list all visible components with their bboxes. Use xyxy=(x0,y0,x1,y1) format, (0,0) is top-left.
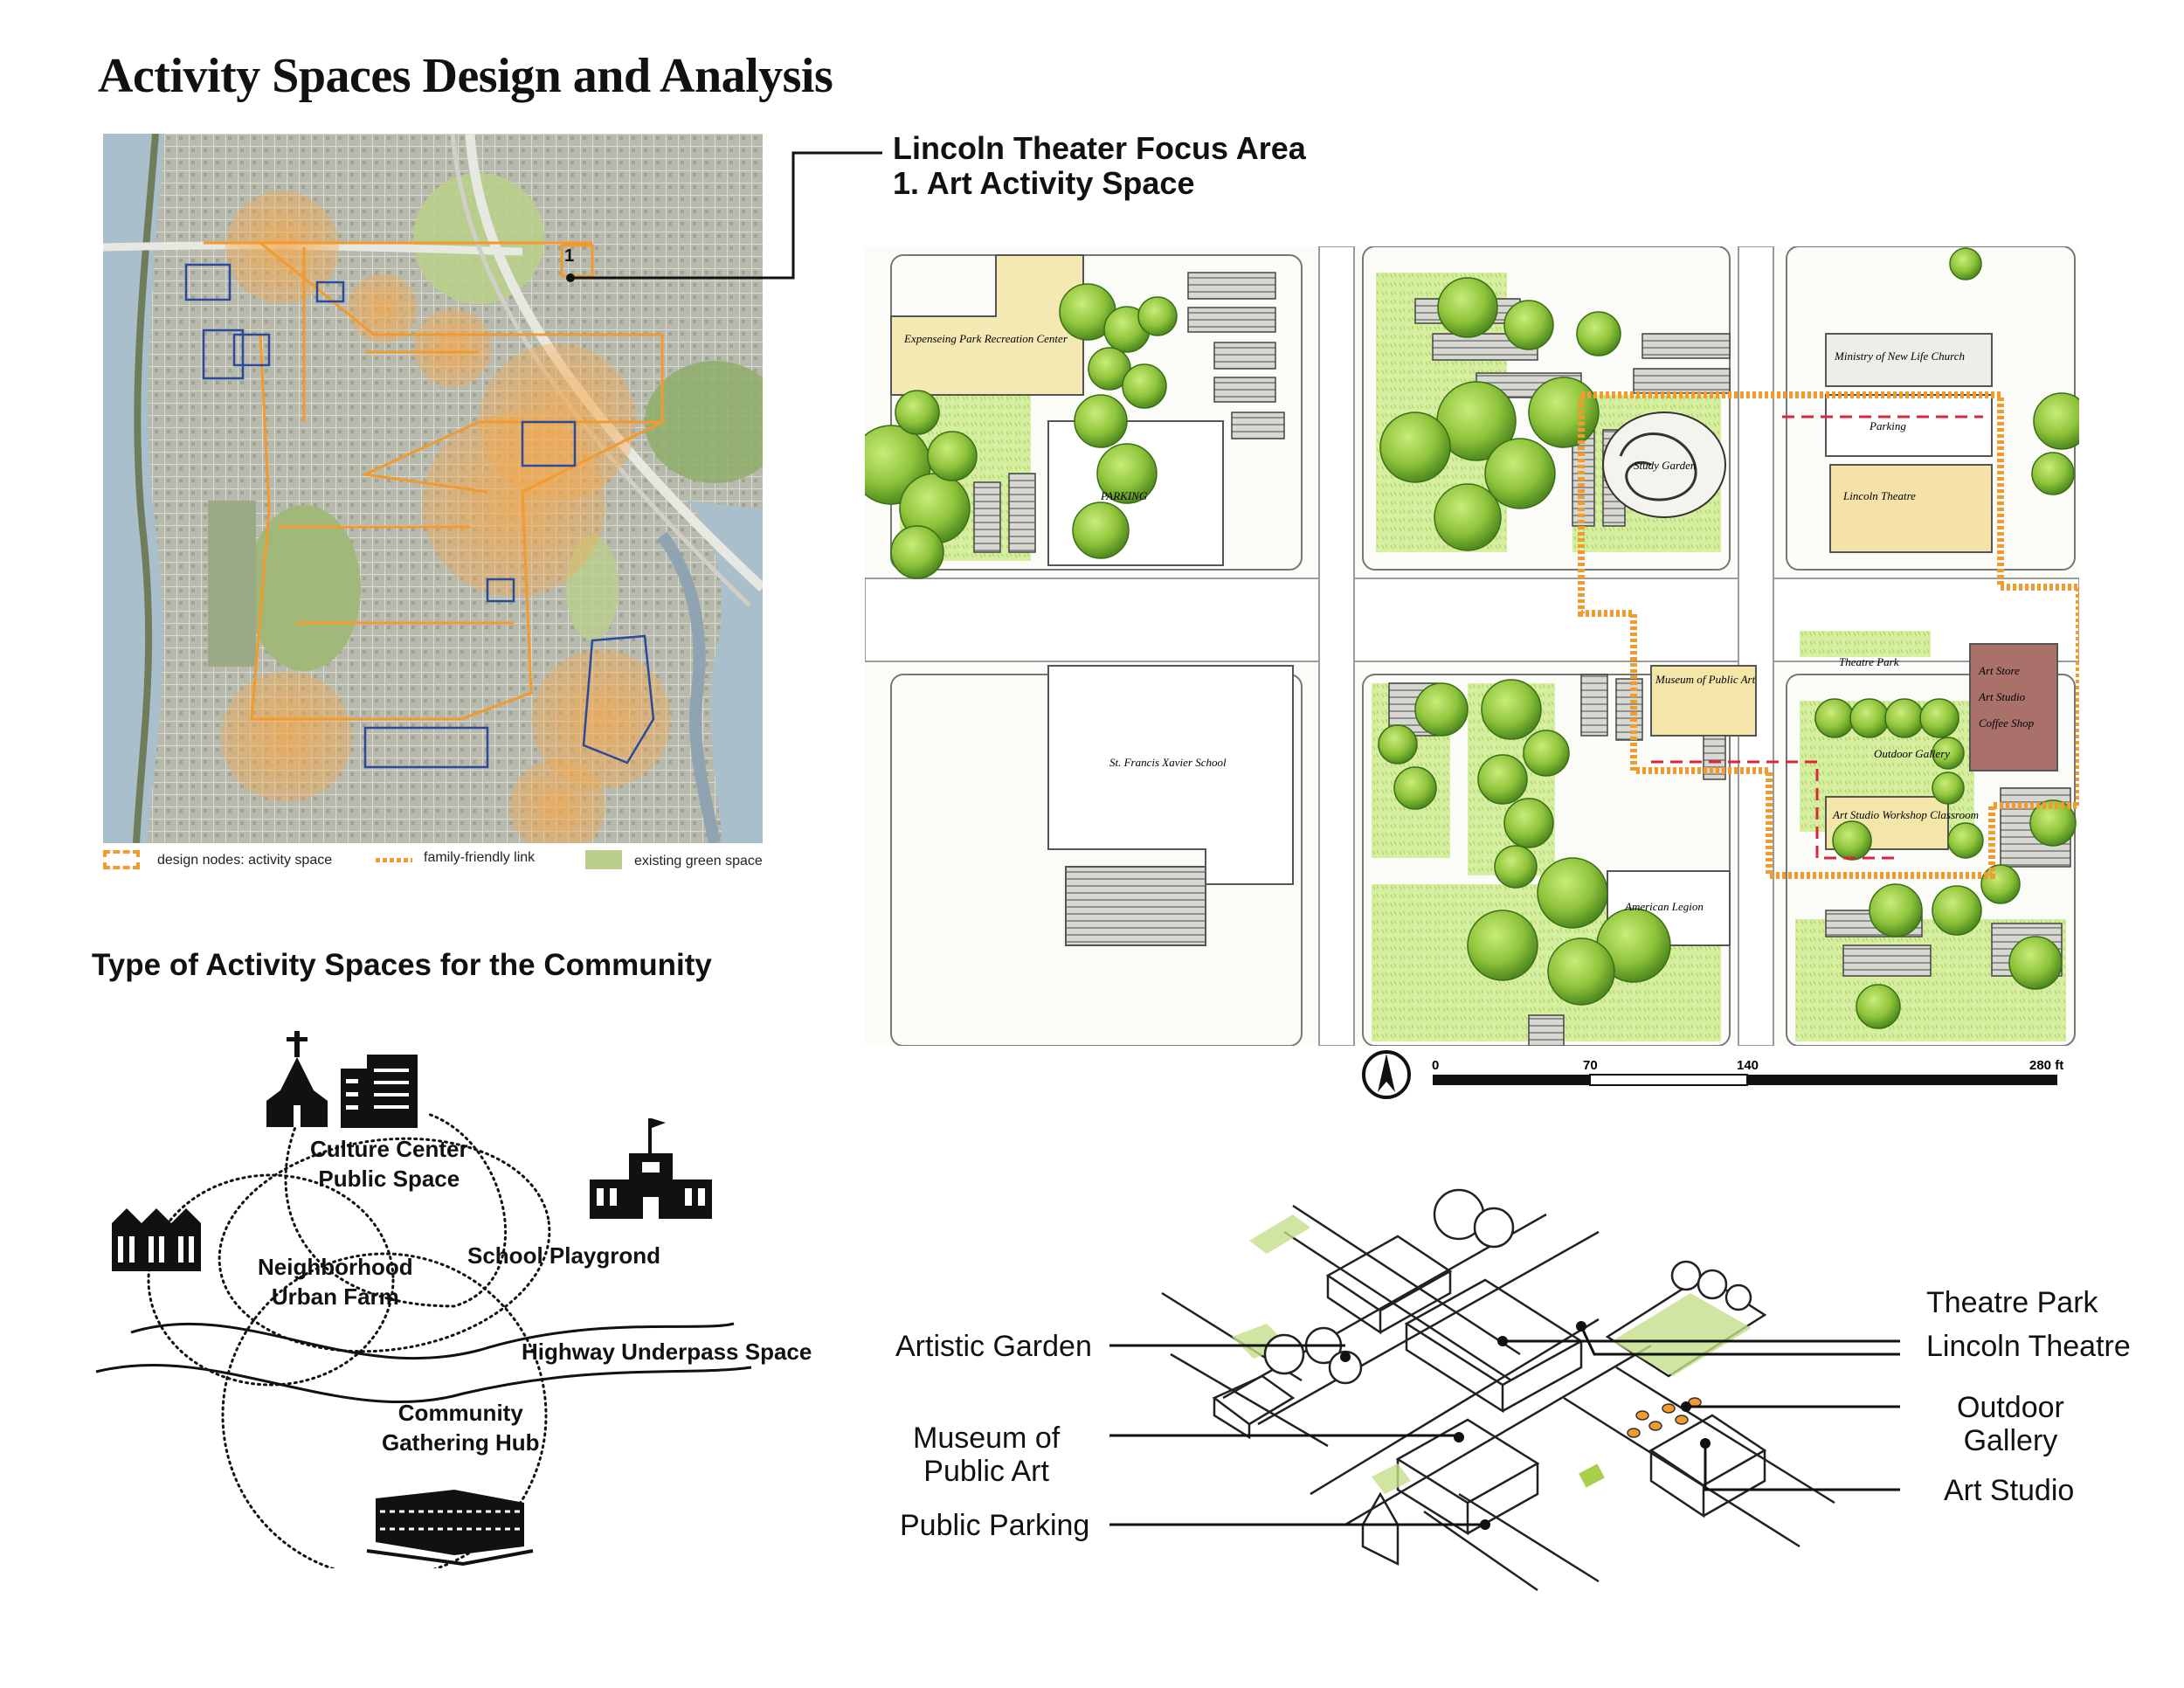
svg-text:1: 1 xyxy=(564,246,574,266)
scale-tick-280: 280 ft xyxy=(2029,1058,2063,1073)
school-icon xyxy=(590,1118,712,1219)
label-artistic-garden: Artistic Garden xyxy=(895,1330,1092,1363)
label-parking-right: Parking xyxy=(1869,419,1906,432)
label-study-garden: Study Garden xyxy=(1634,459,1696,472)
label-museum: Museum of Public Art xyxy=(1655,673,1756,686)
activity-nodes xyxy=(221,190,671,843)
label-public-parking: Public Parking xyxy=(900,1509,1090,1542)
label-theatre-park: Theatre Park xyxy=(1839,655,1899,668)
label-outdoor-gallery-axo: Outdoor Gallery xyxy=(1957,1391,2064,1457)
focus-area-boundary xyxy=(1578,391,2079,879)
family-friendly-links xyxy=(204,241,664,721)
label-workshop: Art Studio Workshop Classroom xyxy=(1832,808,1979,821)
label-gathering-hub: Community Gathering Hub xyxy=(382,1400,540,1456)
label-american-legion: American Legion xyxy=(1624,900,1704,913)
rec-center-building xyxy=(890,254,1084,396)
label-lincoln-theatre-axo: Lincoln Theatre xyxy=(1926,1330,2131,1363)
scale-tick-70: 70 xyxy=(1583,1058,1598,1073)
label-museum-public-art: Museum of Public Art xyxy=(913,1422,1061,1488)
legend-label-green: existing green space xyxy=(634,854,763,868)
office-building-icon xyxy=(341,1055,418,1128)
site-plan: Expenseing Park Recreation Center PARKIN… xyxy=(865,246,2079,1046)
label-coffee-shop: Coffee Shop xyxy=(1979,716,2035,730)
label-school: St. Francis Xavier School xyxy=(1109,756,1227,769)
label-art-studio-axo: Art Studio xyxy=(1944,1474,2075,1507)
church-icon xyxy=(266,1031,328,1127)
scale-tick-140: 140 xyxy=(1737,1058,1759,1073)
parking-lot-right xyxy=(1825,394,1993,457)
legend-swatch-green xyxy=(585,850,622,869)
legend-label-link: family-friendly link xyxy=(424,850,536,865)
page-title: Activity Spaces Design and Analysis xyxy=(98,49,833,103)
scale-bar: 0 70 140 280 ft xyxy=(1362,1050,2063,1099)
label-culture-center: Culture Center Public Space xyxy=(310,1136,468,1192)
north-arrow-icon xyxy=(1362,1050,1411,1099)
aerial-map: 1 xyxy=(103,134,763,843)
focus-leader-line xyxy=(570,151,882,280)
focus-area-title: Lincoln Theater Focus Area 1. Art Activi… xyxy=(893,131,1306,201)
label-school-playground: School Playgrond xyxy=(467,1242,661,1269)
museum-building xyxy=(1650,665,1757,737)
community-hub-icon xyxy=(366,1490,534,1567)
scale-tick-0: 0 xyxy=(1432,1058,1439,1073)
church-building xyxy=(1825,333,1993,387)
community-section-title: Type of Activity Spaces for the Communit… xyxy=(92,948,712,982)
focus-area-subtitle: 1. Art Activity Space xyxy=(893,165,1195,201)
label-highway-underpass: Highway Underpass Space xyxy=(522,1339,812,1365)
label-church: Ministry of New Life Church xyxy=(1834,349,1965,363)
map-legend: design nodes: activity space family-frie… xyxy=(103,850,784,876)
axonometric-sketch xyxy=(1109,1188,1900,1592)
lincoln-theatre-building xyxy=(1829,464,1993,553)
label-rec-center: Expenseing Park Recreation Center xyxy=(903,332,1068,345)
study-garden xyxy=(1602,412,1726,518)
art-store-building xyxy=(1969,643,2058,771)
trees xyxy=(865,247,2079,1029)
label-lincoln-theatre: Lincoln Theatre xyxy=(1842,489,1916,502)
focus-area-name: Lincoln Theater Focus Area xyxy=(893,130,1306,166)
legend-swatch-activity xyxy=(103,850,140,869)
label-art-store: Art Store xyxy=(1978,664,2020,677)
legend-swatch-link xyxy=(376,858,412,862)
label-theatre-park-axo: Theatre Park xyxy=(1926,1286,2098,1319)
existing-parcels xyxy=(184,263,655,769)
label-urban-farm: Neighborhood Urban Farm xyxy=(258,1254,413,1310)
houses-icon xyxy=(112,1208,201,1271)
label-parking-left: PARKING xyxy=(1100,489,1148,502)
label-art-studio: Art Studio xyxy=(1978,690,2026,703)
legend-label-activity: design nodes: activity space xyxy=(157,853,333,868)
community-diagram xyxy=(95,1031,752,1568)
label-outdoor-gallery: Outdoor Gallery xyxy=(1874,747,1950,760)
